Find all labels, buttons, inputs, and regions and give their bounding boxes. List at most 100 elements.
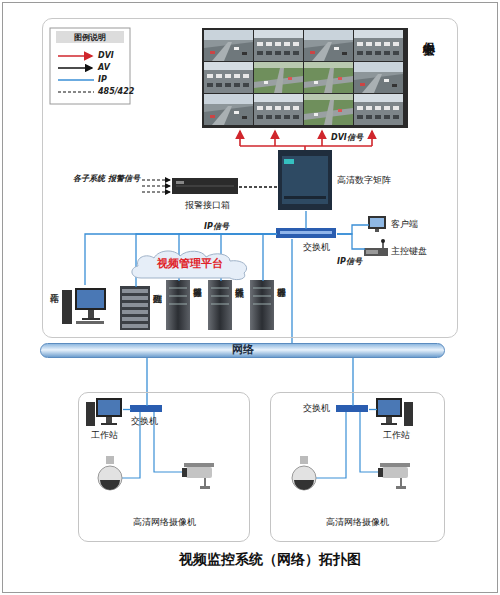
legend-text: DVI <box>98 51 114 60</box>
workstation-icon-part <box>76 321 104 324</box>
dvi-arrows-part <box>239 131 241 146</box>
switch-node: 交换机 <box>337 406 369 413</box>
server-icons-part-part <box>211 296 229 297</box>
disk-array-icon-part <box>122 289 148 328</box>
alarm-box-icon <box>172 178 238 194</box>
dvi-arrows-part <box>321 131 323 146</box>
matrix-node: 高清数字矩阵 <box>279 151 333 211</box>
video-wall-part <box>304 94 353 125</box>
connector-line <box>337 225 369 234</box>
client-icon-part <box>370 218 384 227</box>
site-icons-right-part <box>300 456 308 464</box>
server-node: 报警服务器 <box>167 281 191 331</box>
diagram-title: 视频监控系统（网络）拓扑图 <box>140 551 400 569</box>
node-label: 报警接口箱 <box>185 200 230 210</box>
keyboard-icon-part <box>366 250 378 254</box>
server-icons-part <box>166 280 190 330</box>
keyboard-icon-part <box>381 239 385 243</box>
camera-site-box: 高清网络摄像机交换机工作站 <box>270 392 445 542</box>
connector-line <box>263 234 277 281</box>
server-icons-part-part <box>253 296 271 297</box>
alarm-box-icon-part <box>172 178 238 194</box>
server-node: 流转服务器 <box>209 281 233 331</box>
site-icons-left-part <box>101 423 117 425</box>
dvi-arrows-part <box>240 145 372 147</box>
legend-box-part <box>58 79 94 80</box>
workstation-icon-part <box>88 310 94 318</box>
node-label: 高清网络摄像机 <box>79 517 249 527</box>
server-icons-part <box>250 280 274 330</box>
connector-line <box>337 234 365 249</box>
server-icons-part <box>169 288 271 304</box>
connector-line <box>146 358 147 406</box>
disk-array-icon-part-part <box>122 303 148 307</box>
dvi-arrows-part <box>304 146 306 150</box>
site-icons-right-part <box>378 400 400 415</box>
client-node: 客户端 <box>369 217 387 233</box>
disk-array-icon-part <box>120 286 150 330</box>
node-label: 交换机 <box>303 403 330 413</box>
node-label: 工作站 <box>91 430 118 440</box>
site-icons-left-part <box>98 400 120 415</box>
site-icons-left-part <box>182 468 187 477</box>
site-icons-left-part <box>100 480 120 490</box>
node-label: 高清数字矩阵 <box>337 175 391 185</box>
site-icons-left-part <box>200 486 210 489</box>
workstation-icon-part <box>75 288 106 310</box>
site-icons-right-part <box>396 486 406 489</box>
text-label: 各子系统 报警信号 <box>72 174 140 184</box>
site-icons-right <box>292 398 413 490</box>
server-icons <box>166 280 274 330</box>
server-icons-part-part <box>169 288 187 289</box>
site-icons-right-part <box>380 463 410 467</box>
video-wall-part <box>204 62 253 93</box>
workstation-node: 工作站 <box>377 399 413 427</box>
site-icons-right-part <box>376 398 402 417</box>
site-icons-right-part <box>386 417 392 423</box>
site-icons-left-part <box>204 478 206 487</box>
switch-icon-part <box>276 228 336 238</box>
site-icons-right-part <box>294 480 314 490</box>
server-icons-part-part <box>253 304 271 305</box>
site-icons-right-part <box>404 402 413 426</box>
video-wall-part <box>204 30 253 61</box>
node-label: 客户端 <box>391 219 418 229</box>
site-icons-left-part <box>98 466 122 490</box>
site-icons-right-part <box>336 405 368 412</box>
legend-text: IP <box>98 75 107 84</box>
dvi-arrows-part <box>371 131 373 146</box>
edge-label: IP信号 <box>337 257 362 266</box>
video-wall-part <box>304 30 353 61</box>
node-label: 工作站 <box>383 430 410 440</box>
legend-text: AV <box>98 63 110 72</box>
node-label: 高清网络摄像机 <box>271 517 444 527</box>
video-wall-part <box>254 62 303 93</box>
camera-site-box: 高清网络摄像机交换机工作站 <box>78 392 250 542</box>
disk-array-icon-part-part <box>122 296 148 300</box>
alarm-signal-arrows <box>142 180 170 192</box>
page-border <box>3 3 498 593</box>
video-wall-part <box>354 94 403 125</box>
video-wall-part <box>304 62 353 93</box>
connector-line <box>85 234 277 285</box>
video-wall-part <box>354 30 403 61</box>
keyboard-node: 主控键盘 <box>365 241 389 257</box>
alarm-box-icon-part <box>176 181 184 184</box>
alarm-box-icon-part <box>176 186 234 187</box>
connector-line <box>352 358 353 406</box>
site-icons-left <box>86 398 214 490</box>
site-icons-right-part <box>360 412 382 472</box>
site-icons-left-part <box>106 456 114 464</box>
connector-line <box>123 409 131 410</box>
matrix-icon-part <box>278 150 332 210</box>
keyboard-icon <box>364 239 388 256</box>
node-label: 主控键盘 <box>391 246 427 256</box>
video-wall-part <box>204 94 253 125</box>
legend-text: 485/422 <box>98 87 134 96</box>
network-band: 网络 <box>40 343 445 358</box>
alarm-signal-arrows-part <box>142 186 170 187</box>
